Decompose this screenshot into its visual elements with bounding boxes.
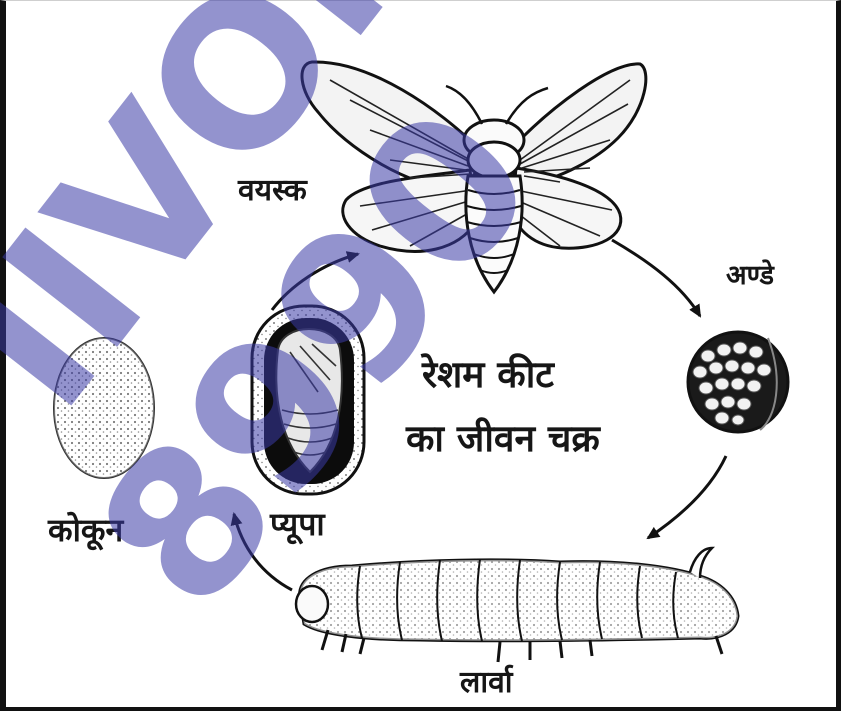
label-larva: लार्वा xyxy=(460,668,513,698)
diagram-title-line-2: का जीवन चक्र xyxy=(406,420,600,457)
cocoon-illustration xyxy=(54,338,154,478)
larva-illustration xyxy=(296,548,738,662)
label-eggs: अण्डे xyxy=(726,262,774,289)
label-cocoon: कोकून xyxy=(48,514,123,546)
adult-moth-illustration xyxy=(302,62,646,292)
arrow-adult-to-eggs xyxy=(612,240,700,316)
arrow-pupa-to-adult xyxy=(272,254,358,310)
label-adult: वयस्क xyxy=(238,176,307,206)
diagram-title-line-1: रेशम कीट xyxy=(422,356,554,393)
label-pupa: प्यूपा xyxy=(270,508,325,540)
eggs-illustration xyxy=(688,332,788,432)
arrow-eggs-to-larva xyxy=(648,456,726,538)
pupa-illustration xyxy=(252,306,364,494)
